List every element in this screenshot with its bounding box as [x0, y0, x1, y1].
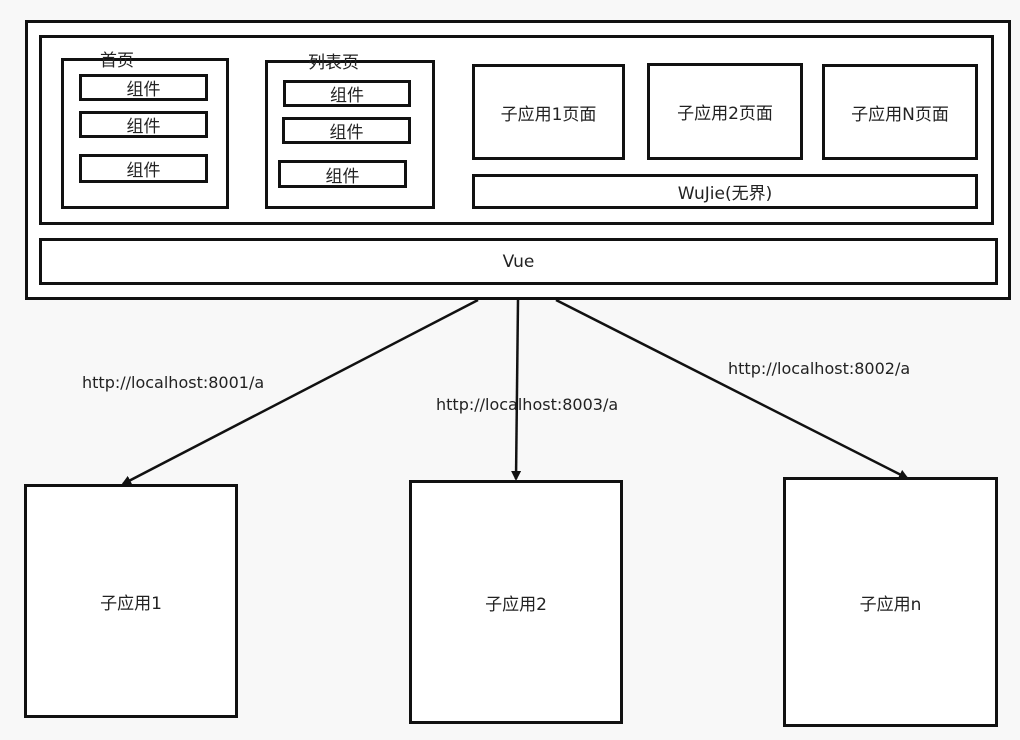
vue-bar: Vue: [39, 238, 998, 285]
list-component-1: 组件: [283, 80, 411, 107]
subapp-2: 子应用2: [409, 480, 623, 724]
arrow-to-subapp-1: [121, 298, 479, 486]
home-component-1: 组件: [79, 74, 208, 101]
home-component-3: 组件: [79, 154, 208, 183]
subapp-page-2: 子应用2页面: [647, 63, 803, 160]
subapp-1: 子应用1: [24, 484, 238, 718]
list-component-2: 组件: [282, 117, 411, 144]
page-list-title: 列表页: [308, 53, 359, 73]
wujie-bar: WuJie(无界): [472, 174, 978, 209]
url-label-3: http://localhost:8002/a: [728, 359, 911, 378]
arrow-to-subapp-2: [511, 299, 522, 481]
url-label-1: http://localhost:8001/a: [82, 373, 265, 392]
list-component-3: 组件: [278, 160, 407, 188]
subapp-page-n: 子应用N页面: [822, 64, 978, 160]
page-home-title: 首页: [100, 51, 134, 71]
subapp-page-1: 子应用1页面: [472, 64, 625, 160]
url-label-2: http://localhost:8003/a: [436, 395, 619, 414]
arrow-to-subapp-n: [555, 298, 909, 480]
subapp-n: 子应用n: [783, 477, 998, 727]
home-component-2: 组件: [79, 111, 208, 138]
